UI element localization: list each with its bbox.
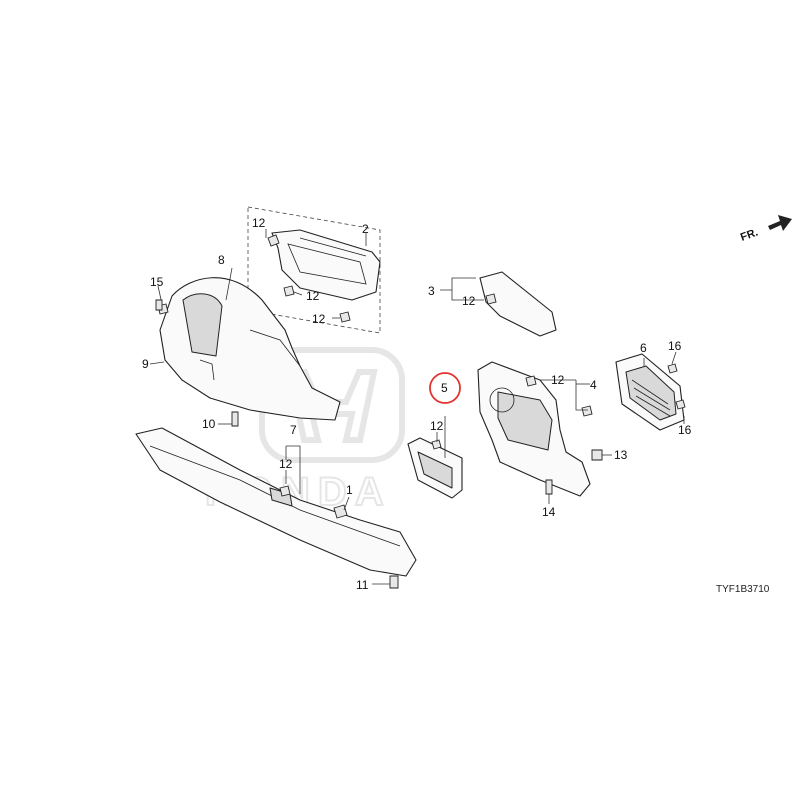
part-7-lower-cover xyxy=(135,427,417,577)
screw-11-icon xyxy=(389,575,399,589)
label-part-5: 5 xyxy=(441,381,448,395)
diagram-code: TYF1B3710 xyxy=(716,584,770,595)
label-part-11: 11 xyxy=(356,578,369,592)
front-direction-indicator: FR. xyxy=(739,215,792,244)
part-3-cover xyxy=(440,271,557,337)
label-part-16-a: 16 xyxy=(668,339,682,353)
label-part-9: 9 xyxy=(142,357,149,371)
label-part-2: 2 xyxy=(362,222,369,236)
part-4-center-panel xyxy=(477,361,593,497)
part-5-bracket xyxy=(407,416,463,499)
label-part-6: 6 xyxy=(640,341,647,355)
label-part-15: 15 xyxy=(150,275,164,289)
label-part-4: 4 xyxy=(590,378,597,392)
label-part-12-g: 12 xyxy=(279,457,293,471)
label-part-12-d: 12 xyxy=(462,294,476,308)
part-2-assembly xyxy=(247,206,381,334)
clip-13-icon xyxy=(591,449,603,461)
screw-14-icon xyxy=(545,479,553,495)
label-part-3: 3 xyxy=(428,284,435,298)
highlight-circle xyxy=(429,372,461,404)
screw-15-icon xyxy=(155,299,163,311)
front-arrow-icon xyxy=(768,215,792,231)
label-part-12-f: 12 xyxy=(430,419,444,433)
label-part-12-c: 12 xyxy=(312,312,326,326)
label-part-12-b: 12 xyxy=(306,289,320,303)
label-part-12-a: 12 xyxy=(252,216,266,230)
label-part-14: 14 xyxy=(542,505,556,519)
label-part-7: 7 xyxy=(290,423,297,437)
label-part-16-b: 16 xyxy=(678,423,692,437)
label-part-13: 13 xyxy=(614,448,628,462)
part-6-air-vent xyxy=(615,351,686,431)
part-8-9-column-cover xyxy=(149,267,341,421)
label-part-1: 1 xyxy=(346,483,353,497)
part-labels: 1 2 3 4 5 6 7 8 9 10 11 12 12 12 12 12 1… xyxy=(142,216,692,592)
label-part-8: 8 xyxy=(218,253,225,267)
label-part-12-e: 12 xyxy=(551,373,565,387)
screw-10-icon xyxy=(231,411,239,427)
fasteners xyxy=(155,299,612,589)
label-part-10: 10 xyxy=(202,417,216,431)
direction-label: FR. xyxy=(739,226,760,243)
